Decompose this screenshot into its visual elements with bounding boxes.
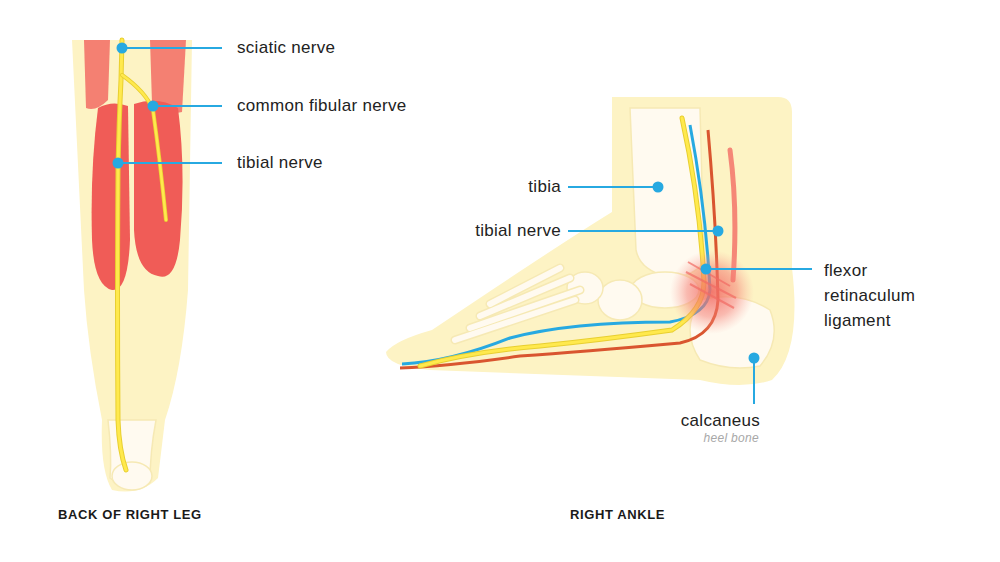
nerve-label: tibial nerve — [475, 220, 561, 242]
ligament-label: flexor retinaculum ligament — [824, 258, 949, 333]
nerve-label: sciatic nerve — [237, 37, 335, 59]
bone-sublabel: heel bone — [704, 430, 759, 446]
leg-illustration — [72, 40, 192, 492]
leader-lines — [114, 44, 813, 405]
bone-label: calcaneus — [681, 410, 760, 432]
panel-caption: RIGHT ANKLE — [570, 506, 665, 523]
nerve-label: tibial nerve — [237, 152, 323, 174]
bone-label: tibia — [528, 176, 561, 198]
ankle-illustration — [386, 97, 795, 385]
nerve-label: common fibular nerve — [237, 95, 406, 117]
panel-caption: BACK OF RIGHT LEG — [58, 506, 202, 523]
